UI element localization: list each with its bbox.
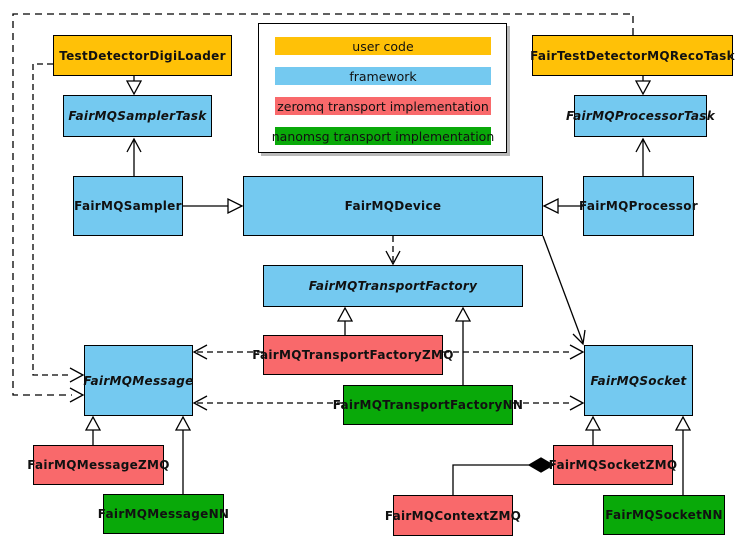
- edge-recotask-message: [12, 13, 634, 403]
- edge-tfzmq-message: [192, 344, 263, 360]
- edge-processor-processortask: [635, 137, 651, 176]
- edge-messagezmq-message: [84, 415, 102, 445]
- node-fairmqtransportfactoryzmq: FairMQTransportFactoryZMQ: [252, 335, 453, 375]
- edge-tfzmq-transportfactory: [336, 306, 354, 335]
- node-fairmqsamplertask: FairMQSamplerTask: [63, 95, 212, 137]
- edge-device-transportfactory: [385, 236, 401, 266]
- edge-tfnn-transportfactory: [454, 306, 472, 385]
- legend-item-nanomsg: nanomsg transport implementation: [271, 127, 495, 145]
- legend-box: user code framework zeromq transport imp…: [258, 23, 507, 153]
- edge-recotask-processortask: [634, 76, 652, 96]
- legend-item-framework: framework: [275, 67, 491, 85]
- node-fairmqmessagezmq: FairMQMessageZMQ: [27, 445, 170, 485]
- node-fairmqsampler: FairMQSampler: [73, 176, 183, 236]
- edge-contextzmq-socketzmq: [452, 457, 555, 495]
- edge-socketzmq-socket: [584, 415, 602, 445]
- node-testdetectordigiloader: TestDetectorDigiLoader: [53, 35, 232, 76]
- edge-processor-device: [542, 197, 583, 215]
- edge-tfnn-message: [192, 395, 343, 411]
- node-fairmqsocketzmq: FairMQSocketZMQ: [549, 445, 677, 485]
- edge-sampler-device: [183, 197, 244, 215]
- edge-digiloader-message: [32, 63, 85, 383]
- node-fairtestdetectormqrecotask: FairTestDetectorMQRecoTask: [530, 35, 735, 76]
- node-fairmqsocket: FairMQSocket: [584, 345, 693, 416]
- node-fairmqtransportfactory: FairMQTransportFactory: [263, 265, 523, 307]
- edge-digiloader-samplertask: [125, 76, 143, 96]
- legend-item-user-code: user code: [275, 37, 491, 55]
- edge-device-socket: [542, 235, 586, 346]
- node-fairmqprocessor: FairMQProcessor: [579, 176, 698, 236]
- node-fairmqprocessortask: FairMQProcessorTask: [566, 95, 715, 137]
- node-fairmqmessage: FairMQMessage: [83, 345, 193, 416]
- edge-sampler-samplertask: [126, 137, 142, 176]
- legend-item-zeromq: zeromq transport implementation: [275, 97, 491, 115]
- node-fairmqcontextzmq: FairMQContextZMQ: [385, 495, 521, 536]
- edge-messagenn-message: [174, 415, 192, 494]
- node-fairmqtransportfactorynn: FairMQTransportFactoryNN: [333, 385, 523, 425]
- edge-tfnn-socket: [513, 395, 585, 411]
- node-fairmqdevice: FairMQDevice: [243, 176, 543, 236]
- edge-tfzmq-socket: [443, 344, 585, 360]
- edge-socketnn-socket: [674, 415, 692, 495]
- node-fairmqmessagenn: FairMQMessageNN: [98, 494, 229, 534]
- node-fairmqsocketnn: FairMQSocketNN: [603, 495, 725, 535]
